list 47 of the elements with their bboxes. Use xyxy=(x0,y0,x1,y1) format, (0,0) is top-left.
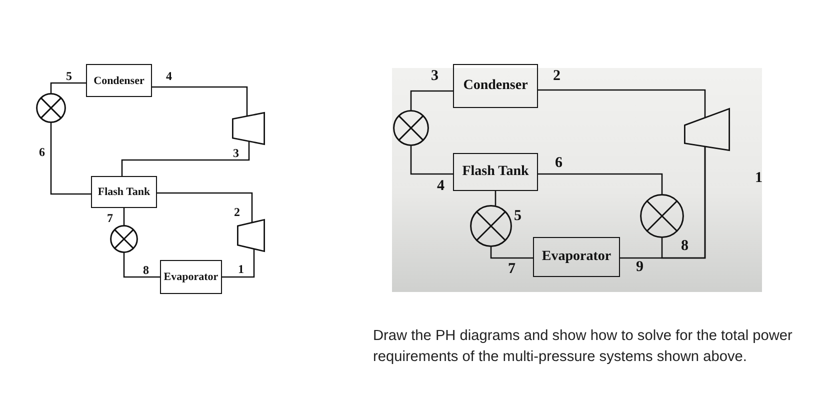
state-point-number: 7 xyxy=(107,212,113,224)
pipe-line xyxy=(410,90,453,110)
expansion-valve-symbol xyxy=(470,205,512,247)
expansion-valve-symbol xyxy=(393,110,429,146)
process-box: Condenser xyxy=(86,64,152,97)
compressor-symbol xyxy=(684,108,730,151)
pipe-line xyxy=(123,208,125,225)
process-box: Evaporator xyxy=(160,260,222,294)
state-point-number: 6 xyxy=(555,156,562,171)
pipe-line xyxy=(490,247,533,259)
process-box: Flash Tank xyxy=(91,176,157,208)
pipe-line xyxy=(123,253,160,278)
pipe-line xyxy=(222,249,255,278)
process-box: Condenser xyxy=(453,64,538,108)
state-point-number: 8 xyxy=(681,239,688,254)
state-point-number: 7 xyxy=(508,262,516,277)
state-point-number: 5 xyxy=(66,70,72,82)
process-box: Evaporator xyxy=(533,237,620,277)
pipe-line xyxy=(157,192,253,222)
expansion-valve-symbol xyxy=(36,93,66,123)
state-point-number: 3 xyxy=(233,147,239,159)
caption: Draw the PH diagrams and show how to solve for the total power requirements of the multi-pressure systems shown above. xyxy=(373,327,794,367)
state-point-number: 4 xyxy=(166,70,172,82)
state-point-number: 3 xyxy=(431,69,438,84)
pipe-line xyxy=(538,89,706,118)
pipe-line xyxy=(50,82,86,93)
pipe-line xyxy=(538,173,663,194)
state-point-number: 8 xyxy=(143,264,149,276)
pipe-line xyxy=(661,146,706,259)
state-point-number: 2 xyxy=(553,69,560,84)
state-point-number: 5 xyxy=(514,209,522,224)
state-point-number: 1 xyxy=(755,171,762,186)
process-box: Flash Tank xyxy=(453,153,538,191)
pipe-line xyxy=(152,86,248,116)
compressor-symbol xyxy=(237,219,265,252)
expansion-valve-symbol xyxy=(110,225,138,253)
pipe-line xyxy=(121,142,250,176)
pipe-line xyxy=(494,191,496,206)
state-point-number: 9 xyxy=(636,260,644,275)
expansion-valve-symbol xyxy=(640,194,684,238)
compressor-symbol xyxy=(232,112,265,145)
pipe-line xyxy=(410,146,453,175)
state-point-number: 1 xyxy=(238,263,244,275)
state-point-number: 2 xyxy=(234,206,240,218)
pipe-line xyxy=(50,123,91,195)
state-point-number: 4 xyxy=(437,179,444,194)
state-point-number: 6 xyxy=(39,146,45,158)
